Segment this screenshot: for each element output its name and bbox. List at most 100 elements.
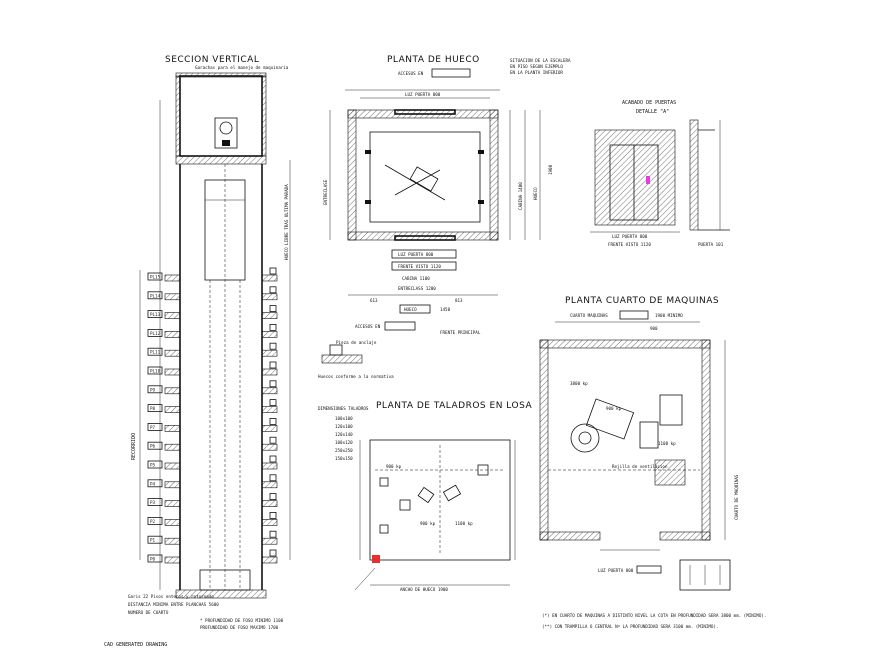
floor-row: P8 [147,399,278,413]
floor-row: P2 [147,512,278,526]
floor-label: P2 [150,519,156,524]
shaft-dim-front: FRENTE VISTO 1120 [398,264,441,269]
door-dim-puerta: PUERTA 101 [698,242,724,247]
machine-room-door: LUZ PUERTA 800 [598,568,634,573]
machine-note-2: (**) CON TRAMPILLA O CENTRAL Nº LA PROFU… [542,624,718,629]
shaft-dim-entre: ENTRECLASS 1200 [398,286,436,291]
floor-row: P5 [147,455,278,470]
shaft-dim-613: 613 [370,298,378,303]
shaft-dim-door: LUZ PUERTA 800 [398,252,434,257]
floor-label: P3 [150,500,156,505]
floor-row: PL13 [147,305,278,319]
drilling-plan: PLANTA DE TALADROS EN LOSA DIMENSIONES T… [318,401,532,592]
floor-label: P0 [150,557,156,562]
drill-callout-3: 1100 kp [455,521,473,526]
door-dim-luz: LUZ PUERTA 800 [612,234,648,239]
drilling-slab [369,439,511,561]
machine-room-width: 1900 MINIMO [655,313,683,318]
floor-row: P0 [147,549,278,564]
floor-row: P6 [147,436,278,451]
floor-label: PL10 [150,369,161,374]
floor-row: P1 [147,530,278,545]
shaft-access-bottom: ACCESOS EN [355,324,381,329]
section-note-2: DISTANCIA MINIMA ENTRE PLANCHAS 5600 [128,602,219,607]
drill-row-5: 250x250 [335,448,353,453]
drill-row-6: 150x150 [335,456,353,461]
drilling-title: PLANTA DE TALADROS EN LOSA [376,401,532,411]
floor-label: P7 [150,425,156,430]
section-machine-room [179,75,263,157]
shaft-plan-title: PLANTA DE HUECO [387,55,480,65]
section-notes: Garis 22 Pisos enteros y retornado DISTA… [128,594,284,630]
drilling-dim-header: DIMENSIONES TALADROS [318,406,369,411]
machine-room-side-label: CUARTO DE MAQUINAS [734,474,739,520]
svg-text:LUZ PUERTA 800: LUZ PUERTA 800 [405,92,441,97]
drill-row-1: 100x100 [335,416,353,421]
floor-label: P1 [150,538,156,543]
section-note-3: NUMERO DE CUARTO [128,610,169,615]
machine-room-title: PLANTA CUARTO DE MAQUINAS [565,296,719,306]
shaft-front-label: FRENTE PRINCIPAL [440,330,481,335]
door-finish-title: ACABADO DE PUERTAS [622,100,676,106]
floor-row: PL14 [147,286,278,301]
machine-room-view: PLANTA CUARTO DE MAQUINAS CUARTO MAQUINA… [539,296,766,629]
section-foot-note-2: PROFUNDIDAD DE FOSO MAXIMO 1700 [200,625,279,630]
machine-load-1: 3800 kp [570,381,588,386]
drill-row-3: 120x140 [335,432,353,437]
floor-label: P4 [150,481,156,486]
section-title: SECCION VERTICAL [165,55,259,65]
drill-row-4: 100x120 [335,440,353,445]
svg-text:ENTRECLASE: ENTRECLASE [323,179,328,205]
floor-row: P7 [147,417,278,432]
shaft-plan: PLANTA DE HUECO ACCESOS EN SITUACION DE … [323,55,571,335]
svg-text:CABINA 1400: CABINA 1400 [518,182,523,210]
section-view: SECCION VERTICAL Garachas para el manejo… [159,55,291,599]
shaft-dim-813: 813 [455,298,463,303]
floor-label: PL11 [150,350,161,355]
machine-load-3: 1100 kp [658,441,676,446]
svg-text:HUECO: HUECO [533,187,538,200]
floor-label: PL13 [150,312,161,317]
floor-label: P5 [150,463,156,468]
shaft-dim-1450: 1450 [440,307,451,312]
floor-label: PL14 [150,293,161,298]
section-note-1: Garis 22 Pisos enteros y retornado [128,594,214,599]
section-top-note: Garachas para el manejo de maquinaria [195,65,289,70]
hole-label: Huecos conforme a la normativa [318,374,394,379]
floor-label: P6 [150,444,156,449]
door-dim-front: FRENTE VISTO 1120 [608,242,651,247]
section-machine [214,117,238,149]
machine-note-1: (*) EN CUARTO DE MAQUINAS A DISTINTO NIV… [542,613,766,618]
section-foot-note-1: * PROFUNDIDAD DE FOSO MINIMO 1100 [200,618,284,623]
floor-row: PL10 [147,361,278,376]
floor-row: PL15 [147,267,278,282]
drill-callout-1: 900 kp [386,464,402,469]
stair-note-1: SITUACION DE LA ESCALERA [510,58,571,63]
drill-row-2: 120x100 [335,424,353,429]
section-floors: PL15PL14PL13PL12PL11PL10P9P8P7P6P5P4P3P2… [147,267,278,564]
section-recorrido-label: RECORRIDO [131,433,137,460]
shaft-car [369,131,481,223]
drill-callout-2: 900 kp [420,521,436,526]
machine-load-2: 900 kp [606,406,622,411]
door-finish-view: ACABADO DE PUERTAS DETALLE "A" LUZ PUERT… [590,100,730,247]
machine-room-inner-width: 900 [650,326,658,331]
floor-row: P3 [147,493,278,507]
shaft-dim-hueco: HUECO [404,307,417,312]
anchor-detail: Pieza de anclaje Huecos conforme a la no… [318,340,394,379]
floor-label: P9 [150,387,156,392]
drill-bottom-dim: ANCHO DE HUECO 1900 [400,587,448,592]
floor-label: P8 [150,406,156,411]
svg-text:1900: 1900 [548,164,553,175]
machine-room-label: CUARTO MAQUINAS [570,313,608,318]
floor-row: P9 [147,380,278,395]
vent-note: Rejilla de ventilacion [612,464,668,469]
stair-note-2: EN PISO SEGUN EJEMPLO [510,64,563,69]
footer-text: CAD GENERATED DRAWING [104,642,167,648]
door-finish-detail: DETALLE "A" [636,109,669,115]
floor-row: P4 [147,474,278,489]
floor-label: PL12 [150,331,161,336]
floor-row: PL12 [147,323,278,338]
